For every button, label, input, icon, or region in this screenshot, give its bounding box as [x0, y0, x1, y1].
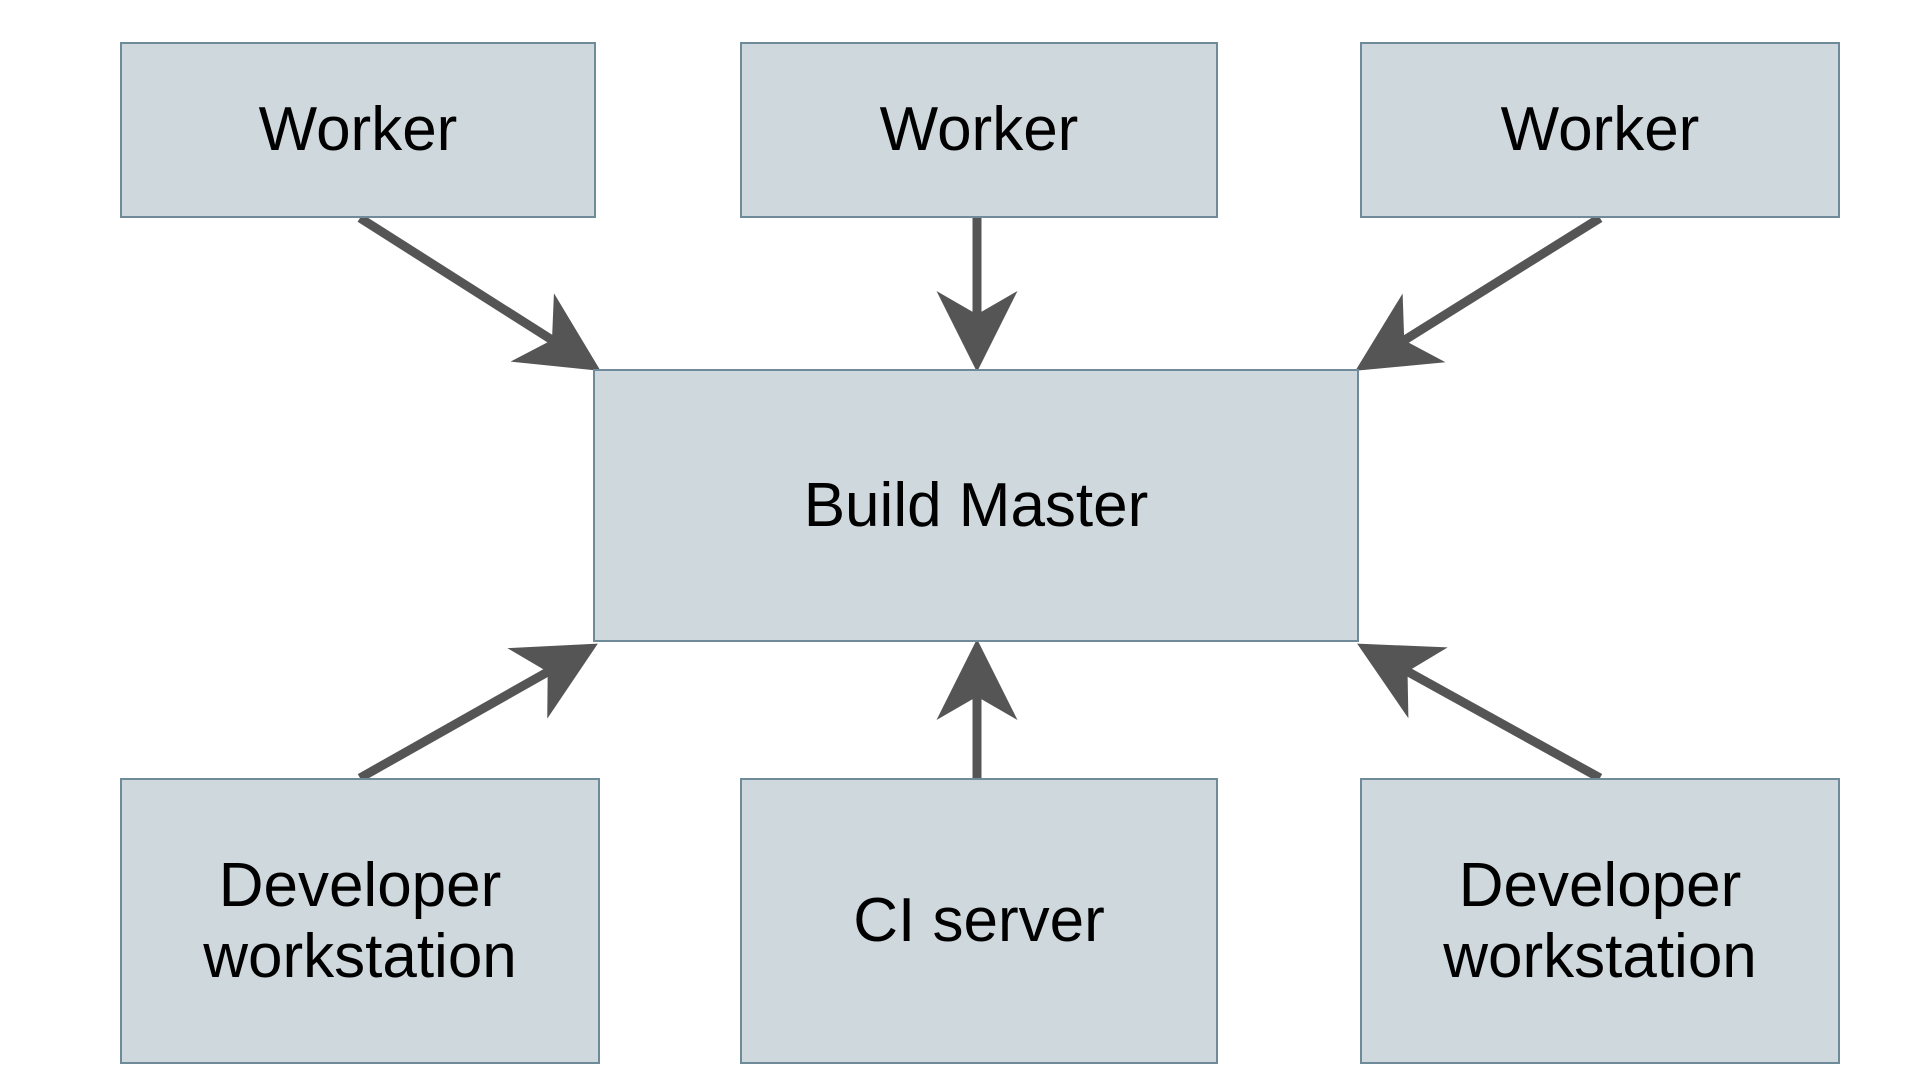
node-worker-3-label: Worker: [1500, 95, 1700, 165]
node-worker-2[interactable]: Worker: [740, 42, 1218, 218]
node-ci-server[interactable]: CI server: [740, 778, 1218, 1064]
node-worker-2-label: Worker: [879, 95, 1079, 165]
edge-worker-1-to-build-master: [357, 214, 601, 371]
node-ci-server-label: CI server: [853, 886, 1105, 956]
node-build-master-label: Build Master: [803, 470, 1149, 540]
node-worker-3[interactable]: Worker: [1360, 42, 1840, 218]
node-worker-1[interactable]: Worker: [120, 42, 596, 218]
node-developer-workstation-left[interactable]: Developer workstation: [120, 778, 600, 1064]
node-developer-workstation-left-label: Developer workstation: [203, 850, 517, 991]
node-developer-workstation-right[interactable]: Developer workstation: [1360, 778, 1840, 1064]
edge-worker-3-to-build-master: [1355, 214, 1603, 371]
node-build-master[interactable]: Build Master: [593, 369, 1359, 642]
edge-dev-left-to-build-master: [357, 643, 598, 782]
node-worker-1-label: Worker: [258, 95, 458, 165]
node-developer-workstation-right-label: Developer workstation: [1443, 850, 1757, 991]
edge-dev-right-to-build-master: [1357, 643, 1603, 782]
